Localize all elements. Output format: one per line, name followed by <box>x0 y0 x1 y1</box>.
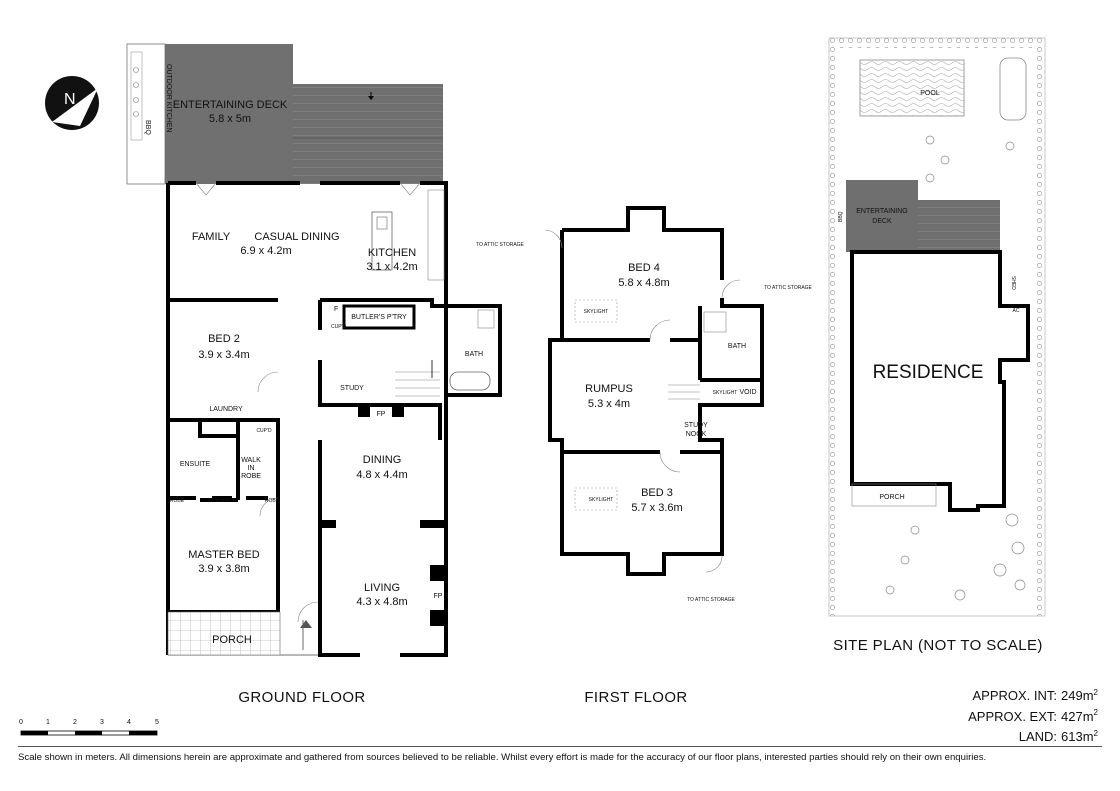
kitchen-label: KITCHEN <box>368 247 416 259</box>
ground-bath-label: BATH <box>465 351 483 358</box>
void-label: VOID <box>739 389 756 396</box>
bed2-label: BED 2 <box>208 333 240 345</box>
site-plan-title: SITE PLAN (NOT TO SCALE) <box>833 637 1043 654</box>
ac-label: AC <box>1013 308 1020 314</box>
area-value-land: 613m <box>1061 728 1094 744</box>
ground-bbq-label: BBQ <box>144 120 151 135</box>
bed3-label: BED 3 <box>641 487 673 499</box>
pool-area <box>859 59 965 117</box>
ensuite-label: ENSUITE <box>180 461 211 468</box>
entertaining-deck-dimensions: 5.8 x 5m <box>209 113 251 125</box>
cupboard-label: CUP'D <box>331 324 347 330</box>
outdoor-kitchen-area <box>126 43 166 185</box>
walk-in-robe-line1: WALK <box>241 457 261 464</box>
scale-tick-2: 2 <box>73 719 77 726</box>
laundry-label: LAUNDRY <box>209 406 243 413</box>
first-bath-label: BATH <box>728 343 746 350</box>
area-row-internal: APPROX. INT:249m2 <box>964 684 1098 704</box>
area-label-land: LAND: <box>1018 728 1058 744</box>
robe-label-1: ROBE <box>170 498 185 504</box>
bed3-dimensions: 5.7 x 3.6m <box>631 502 682 514</box>
attic-storage-label-2: TO ATTIC STORAGE <box>764 285 812 291</box>
bed4-label: BED 4 <box>628 262 660 274</box>
deck-steps-area <box>293 84 443 184</box>
casual-dining-dimensions: 6.9 x 4.2m <box>240 245 291 257</box>
area-row-land: LAND:613m2 <box>964 725 1098 745</box>
skylight-label-3: SKYLIGHT <box>589 497 614 503</box>
entertaining-deck-area <box>165 44 293 184</box>
car-icon <box>999 57 1027 121</box>
area-value-internal: 249m <box>1061 688 1094 704</box>
entertaining-deck-label: ENTERTAINING DECK <box>173 99 288 111</box>
scale-tick-3: 3 <box>100 719 104 726</box>
living-dimensions: 4.3 x 4.8m <box>356 596 407 608</box>
area-value-external: 427m <box>1061 708 1094 724</box>
scale-tick-4: 4 <box>127 719 131 726</box>
ground-porch-label: PORCH <box>212 634 252 646</box>
north-compass: N <box>45 76 99 130</box>
shed-label: SHED <box>1010 276 1016 290</box>
dining-dimensions: 4.8 x 4.4m <box>356 469 407 481</box>
cupboard-laundry-label: CUP'D <box>256 428 272 434</box>
area-row-external: APPROX. EXT:427m2 <box>964 704 1098 724</box>
site-deck-area <box>846 180 918 252</box>
bed4-dimensions: 5.8 x 4.8m <box>618 277 669 289</box>
site-plan: POOL ENTERTAINING DECK BBQ SHED AC RESID… <box>828 37 1046 654</box>
scale-bar: 0 1 2 3 4 5 <box>19 719 159 736</box>
study-nook-line2: NOOK <box>686 431 707 438</box>
site-deck-line2: DECK <box>872 218 892 225</box>
study-nook-line1: STUDY <box>684 422 708 429</box>
skylight-label-1: SKYLIGHT <box>584 309 609 315</box>
site-porch-label: PORCH <box>879 494 904 501</box>
area-label-internal: APPROX. INT: <box>972 688 1058 704</box>
ground-floor-plan: ENTERTAINING DECK 5.8 x 5m OUTDOOR KITCH… <box>126 43 502 706</box>
pool-label: POOL <box>920 90 940 97</box>
bed2-dimensions: 3.9 x 3.4m <box>198 349 249 361</box>
site-deck-line1: ENTERTAINING <box>856 208 907 215</box>
dining-label: DINING <box>363 454 402 466</box>
site-bbq-label: BBQ <box>838 211 844 222</box>
attic-storage-label-3: TO ATTIC STORAGE <box>687 597 735 603</box>
area-summary: APPROX. INT:249m2 APPROX. EXT:427m2 LAND… <box>964 684 1098 745</box>
rumpus-dimensions: 5.3 x 4m <box>588 398 630 410</box>
scale-tick-0: 0 <box>19 719 23 726</box>
area-unit-internal: 2 <box>1093 688 1098 697</box>
outdoor-kitchen-label: OUTDOOR KITCHEN <box>165 64 172 132</box>
master-bed-dimensions: 3.9 x 3.8m <box>198 563 249 575</box>
residence-label: RESIDENCE <box>873 362 984 383</box>
area-label-external: APPROX. EXT: <box>968 708 1058 724</box>
robe-label-2: ROBE <box>216 498 231 504</box>
first-floor-title: FIRST FLOOR <box>584 689 687 706</box>
area-unit-land: 2 <box>1093 728 1098 738</box>
skylight-label-2: SKYLIGHT <box>713 390 738 396</box>
scale-tick-1: 1 <box>46 719 50 726</box>
residence-footprint <box>850 250 1030 512</box>
compass-arrow-icon <box>52 88 98 126</box>
disclaimer-divider <box>18 746 1102 747</box>
study-label: STUDY <box>340 385 364 392</box>
family-label: FAMILY <box>192 231 231 243</box>
kitchen-dimensions: 3.1 x 4.2m <box>366 261 417 273</box>
disclaimer-text: Scale shown in meters. All dimensions he… <box>18 752 987 763</box>
compass-north-label: N <box>64 91 76 108</box>
casual-dining-label: CASUAL DINING <box>254 231 339 243</box>
area-unit-external: 2 <box>1093 708 1098 718</box>
first-floor-plan: TO ATTIC STORAGE TO ATTIC STORAGE TO ATT… <box>476 206 813 706</box>
master-bed-label: MASTER BED <box>188 549 260 561</box>
walk-in-robe-line3: ROBE <box>241 473 261 480</box>
attic-storage-label-1: TO ATTIC STORAGE <box>476 242 524 248</box>
scale-tick-5: 5 <box>155 719 159 726</box>
fireplace-label: FP <box>377 411 386 418</box>
ground-floor-title: GROUND FLOOR <box>238 689 365 706</box>
living-label: LIVING <box>364 582 400 594</box>
butlers-pantry-label: BUTLER'S P'TRY <box>351 314 407 321</box>
walk-in-robe-line2: IN <box>248 465 255 472</box>
robe-label-3: ROBE <box>265 498 280 504</box>
compass-circle-icon <box>45 76 99 130</box>
fireplace-living-label: FP <box>434 593 443 600</box>
fridge-label: F <box>334 306 338 313</box>
rumpus-label: RUMPUS <box>585 383 633 395</box>
